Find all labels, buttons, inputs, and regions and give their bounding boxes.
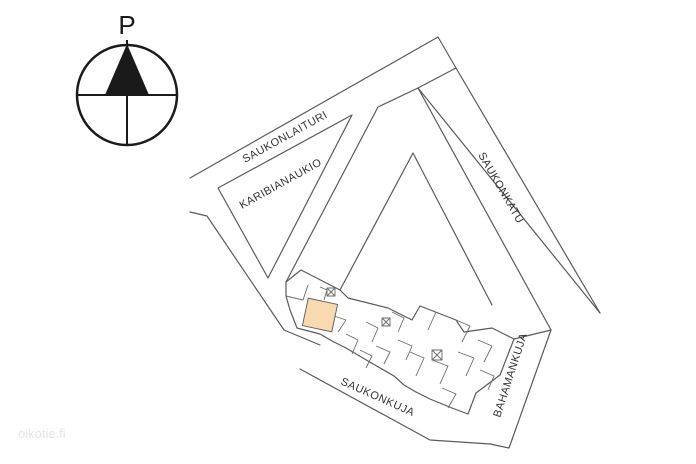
partition [345, 333, 359, 355]
saukonlaituri-inner-edge [455, 67, 601, 314]
partition [285, 284, 309, 301]
compass: P [75, 10, 179, 147]
saukonkuja-north-edge [299, 368, 491, 445]
partition [375, 345, 391, 365]
partition [333, 315, 347, 333]
partition [359, 349, 373, 369]
stair-shaft [326, 287, 336, 297]
saukonlaituri-outer-edge [189, 36, 601, 314]
courtyard-edge [339, 152, 493, 306]
west-street-outer-edge [189, 211, 285, 331]
highlighted-apartment [301, 297, 339, 333]
partition [365, 321, 379, 343]
street-label-saukonkuja: SAUKONKUJA [339, 376, 417, 419]
north-arrow-icon [105, 44, 149, 95]
partition [397, 339, 413, 361]
street-label-karibianaukio: KARIBIANAUKIO [238, 156, 324, 211]
block-west-edge [285, 87, 419, 283]
partition [431, 359, 449, 385]
partition [441, 387, 457, 409]
compass-north-letter: P [118, 10, 135, 40]
stair-shaft [381, 317, 391, 327]
partition [319, 286, 328, 301]
saukonkatu-east-edge [417, 87, 552, 340]
stair-shaft [431, 349, 443, 361]
partition [409, 351, 425, 377]
karibianaukio-block [217, 114, 353, 279]
street-label-saukonkatu: SAUKONKATU [475, 151, 525, 226]
partition [455, 319, 471, 343]
partition [391, 311, 405, 333]
building-footprint [285, 269, 515, 415]
partition [479, 369, 495, 391]
building-outline [285, 269, 515, 415]
watermark: oikotie.fi [18, 426, 66, 441]
partition [419, 305, 437, 331]
saukonkuja-south-edge [283, 329, 321, 346]
partition [457, 351, 475, 377]
partition [477, 339, 493, 363]
bahamankuja-east-edge [489, 329, 552, 449]
street-outlines [189, 36, 601, 449]
